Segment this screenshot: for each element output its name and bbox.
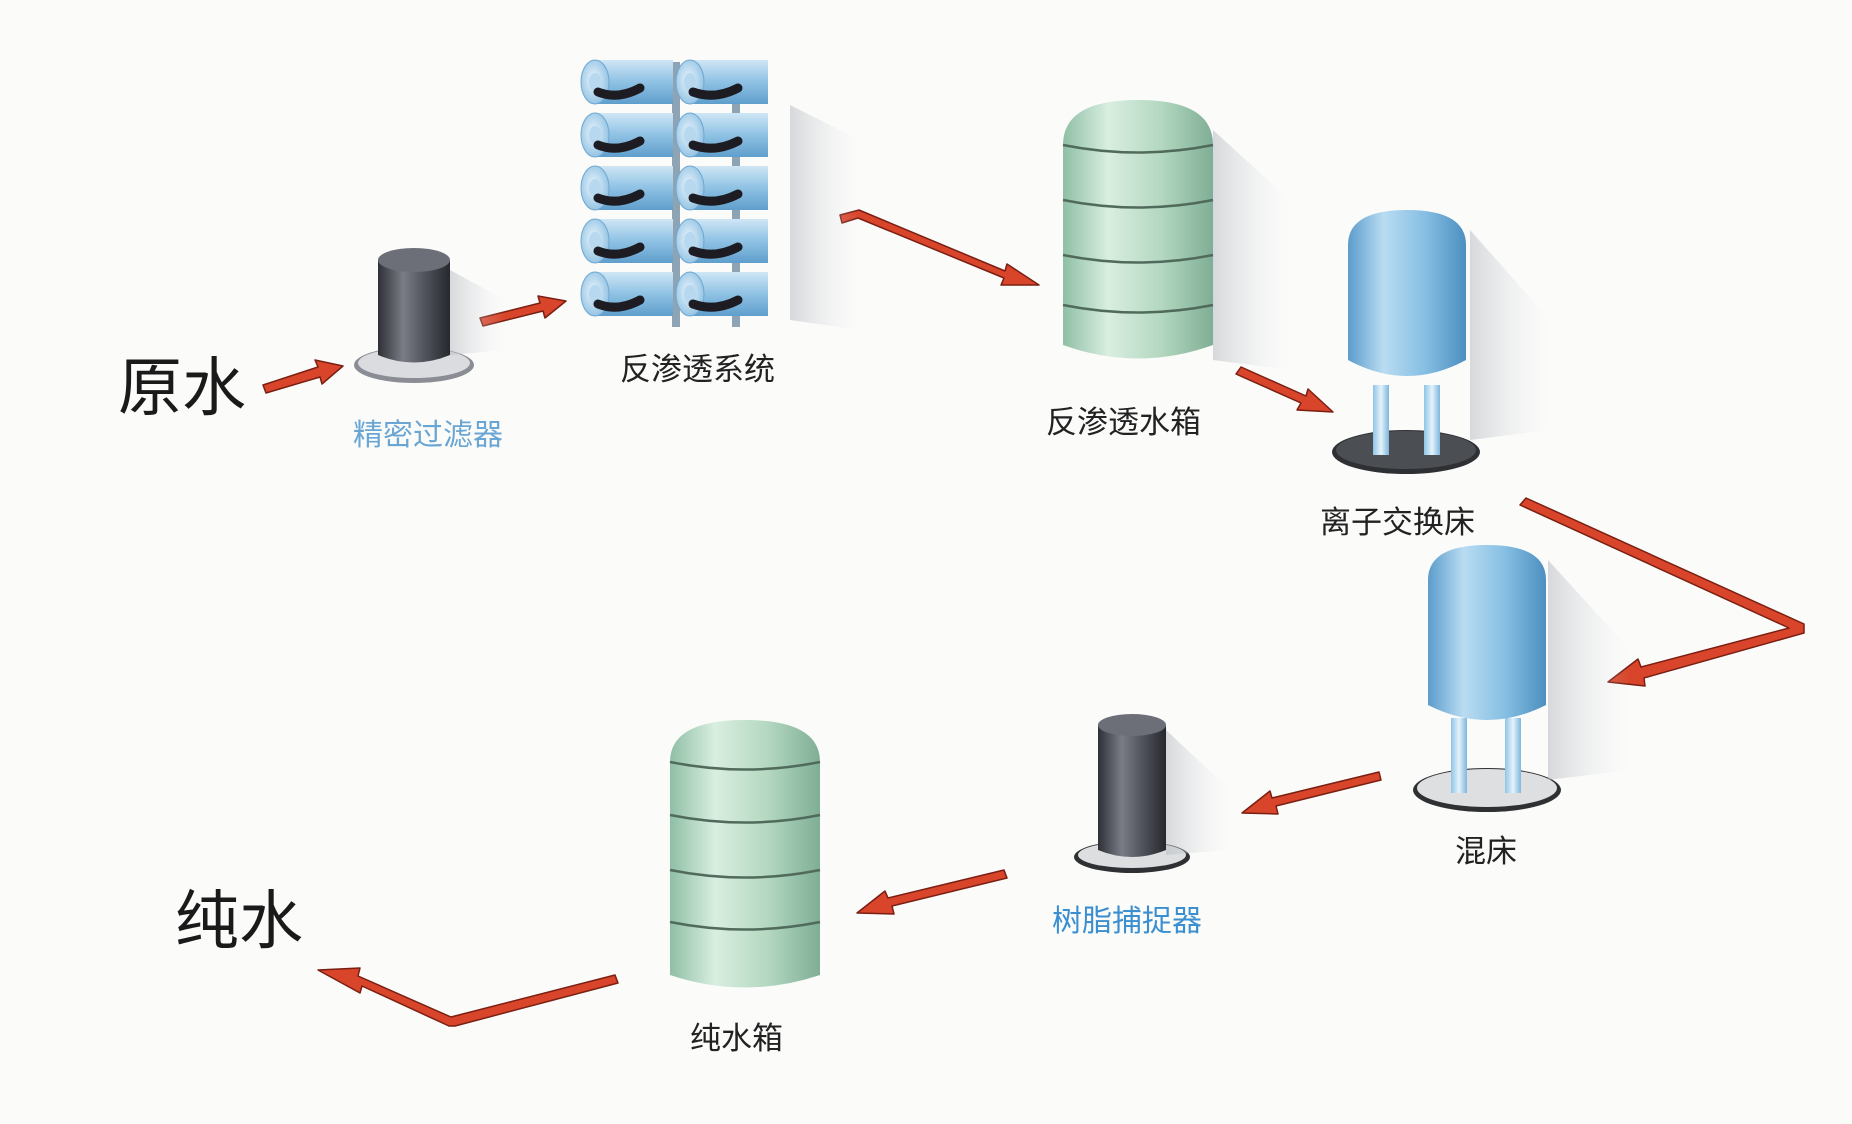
mixed-bed-icon: [1413, 545, 1630, 812]
ro-tank-icon: [1062, 100, 1290, 370]
resin-trap-icon: [1074, 714, 1230, 873]
ion-exchange-label: 离子交换床: [1320, 505, 1475, 541]
arrow-pure-to-water: [317, 967, 619, 1027]
mixed-bed-label: 混床: [1455, 834, 1517, 870]
precision-filter-icon: [354, 248, 505, 383]
arrow-ion-to-mixed: [1519, 497, 1805, 687]
ro-membrane-rack-icon: [580, 59, 860, 330]
resin-trap-label: 树脂捕捉器: [1052, 904, 1202, 939]
arrow-trap-to-pure: [856, 869, 1008, 915]
precision-filter-label: 精密过滤器: [353, 418, 503, 453]
arrow-tank-to-ion: [1235, 366, 1334, 413]
arrow-raw-to-filter: [262, 359, 344, 394]
ro-tank-label: 反渗透水箱: [1046, 405, 1201, 441]
ro-system-label: 反渗透系统: [620, 352, 775, 388]
arrow-ro-to-tank: [839, 209, 1040, 286]
pure-water-tank-icon: [669, 720, 821, 988]
flow-arrows: [262, 209, 1805, 1027]
pure-tank-label: 纯水箱: [690, 1021, 783, 1057]
pure-water-label: 纯水: [175, 885, 303, 959]
ion-exchange-bed-icon: [1332, 210, 1550, 474]
raw-water-label: 原水: [118, 352, 246, 426]
arrow-mixed-to-trap: [1241, 771, 1382, 815]
